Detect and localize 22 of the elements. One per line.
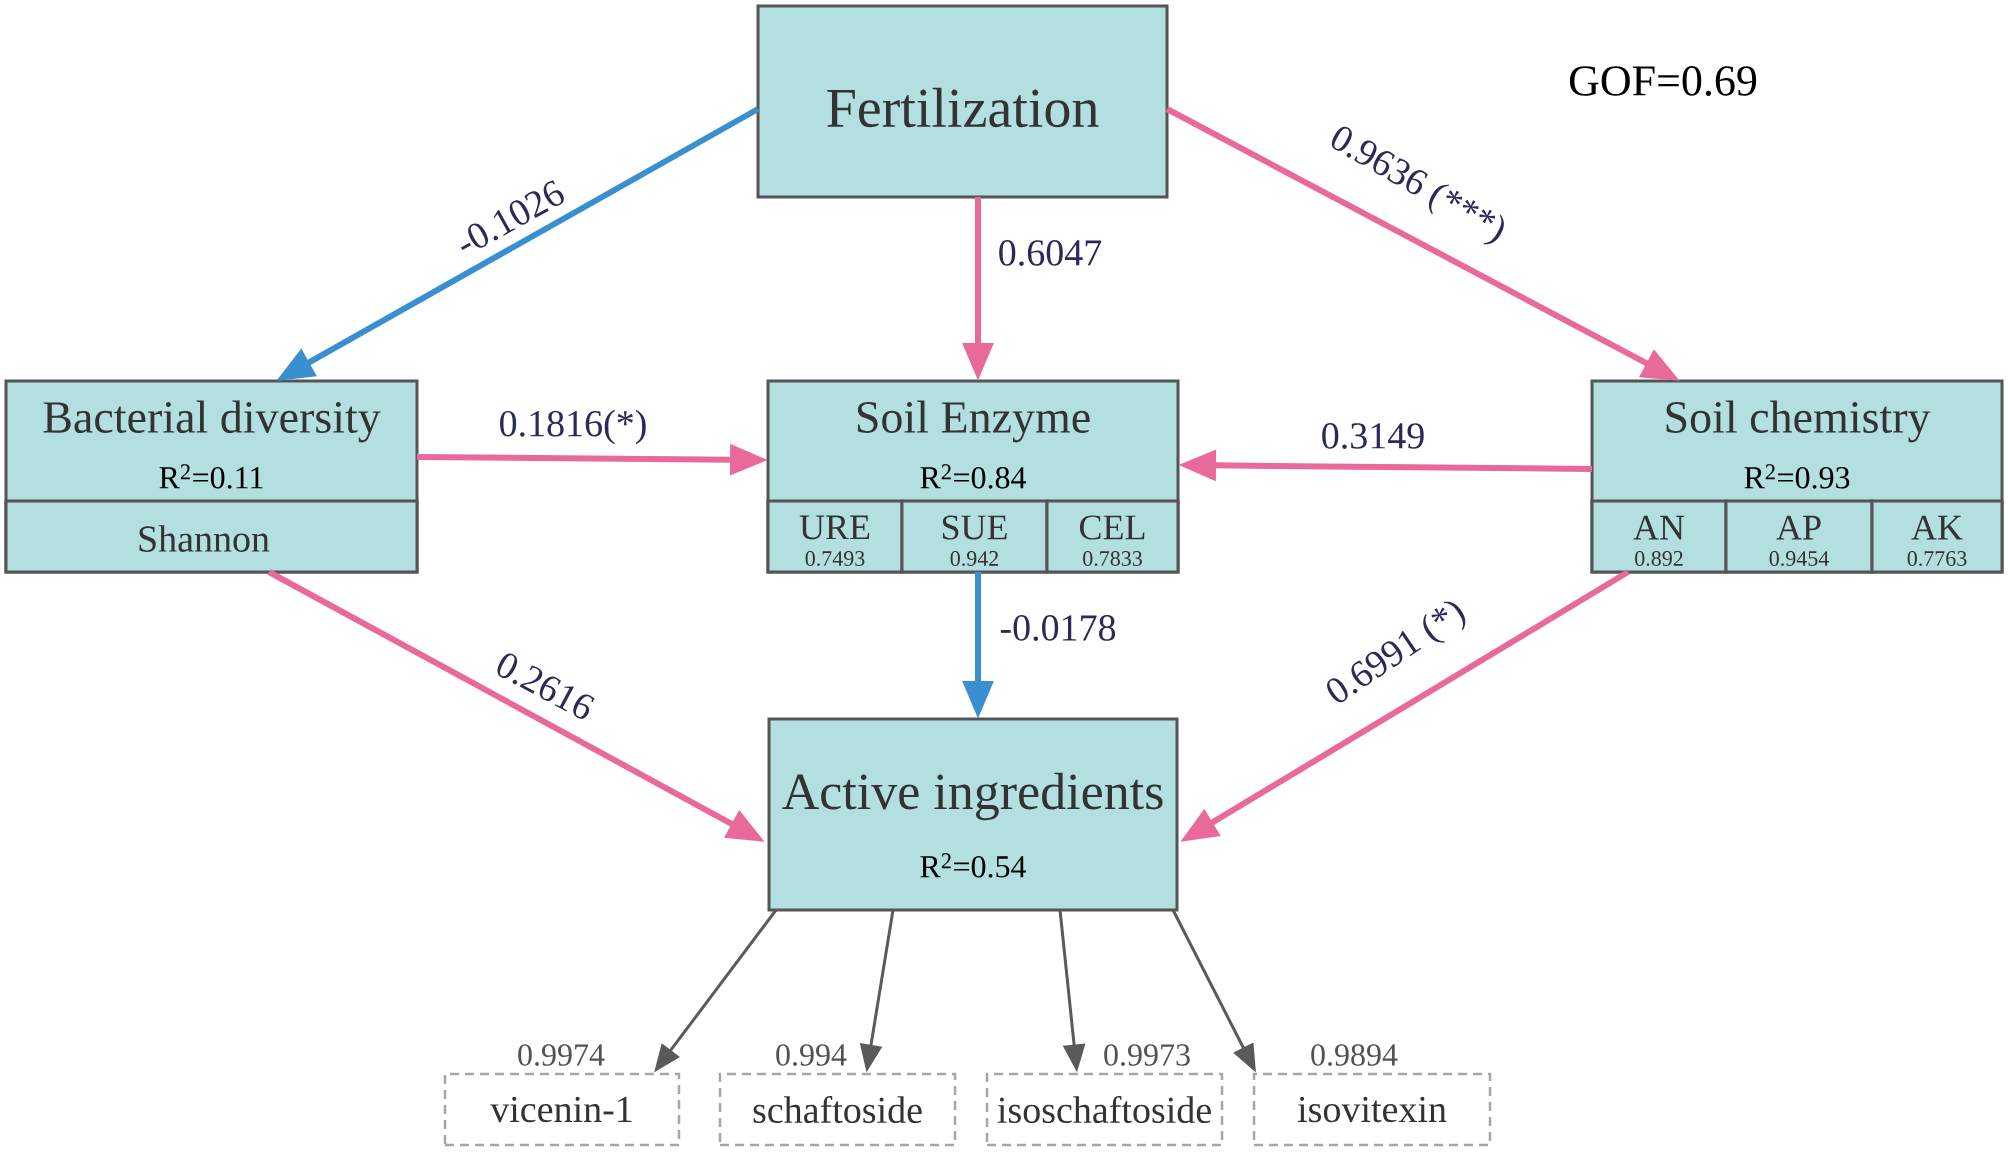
edge-label: 0.3149 <box>1322 423 1424 449</box>
indicator-cell: CEL 0.7833 <box>1045 499 1180 574</box>
process-box: Fertilization <box>756 4 1169 199</box>
loading-value: 0.9974 <box>518 1044 605 1066</box>
edge-label: 0.1816(*) <box>500 409 646 445</box>
loading-value: 0.9894 <box>1311 1044 1398 1066</box>
loading-value: 0.994 <box>776 1044 847 1066</box>
indicator-cell: AN 0.892 <box>1590 499 1728 574</box>
process-box: Active ingredients R$^{2}$=0.54 <box>767 717 1179 912</box>
dashed-box: isoschaftoside <box>985 1072 1224 1147</box>
indicator-cell: Shannon <box>4 499 419 574</box>
dashed-box: isovitexin <box>1252 1072 1492 1147</box>
indicator-cell: URE 0.7493 <box>766 499 904 574</box>
dashed-box: schaftoside <box>718 1072 957 1147</box>
indicator-cell: AP 0.9454 <box>1724 499 1874 574</box>
indicator-cell: SUE 0.942 <box>900 499 1049 574</box>
fit-index: GOF=0.69 <box>1569 66 1757 96</box>
indicator-cell: AK 0.7763 <box>1870 499 2004 574</box>
loading-value: 0.9973 <box>1104 1044 1190 1066</box>
edge-label: -0.0178 <box>1000 615 1116 641</box>
dashed-box: vicenin-1 <box>443 1072 681 1147</box>
edge-label: 0.6047 <box>999 240 1102 266</box>
